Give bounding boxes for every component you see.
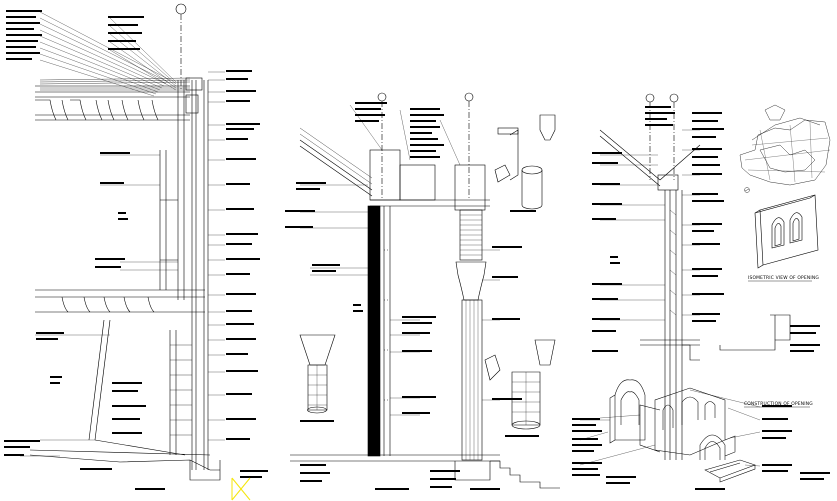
annotation-notes-construction	[572, 405, 792, 484]
wall-section-left	[20, 3, 225, 481]
annotation-notes-right	[592, 106, 830, 490]
wall-section-middle	[290, 92, 560, 489]
annotation-notes-middle	[285, 102, 539, 490]
annotation-notes-left	[4, 10, 268, 490]
isometric-opening-view	[754, 194, 819, 269]
site-plan-thumbnail	[739, 104, 831, 193]
isometric-view-title: ISOMETRIC VIEW OF OPENING	[748, 275, 819, 281]
highlight-marker	[231, 477, 251, 501]
construction-of-opening-detail	[579, 379, 761, 483]
construction-title: CONSTRUCTION OF OPENING	[744, 401, 813, 407]
